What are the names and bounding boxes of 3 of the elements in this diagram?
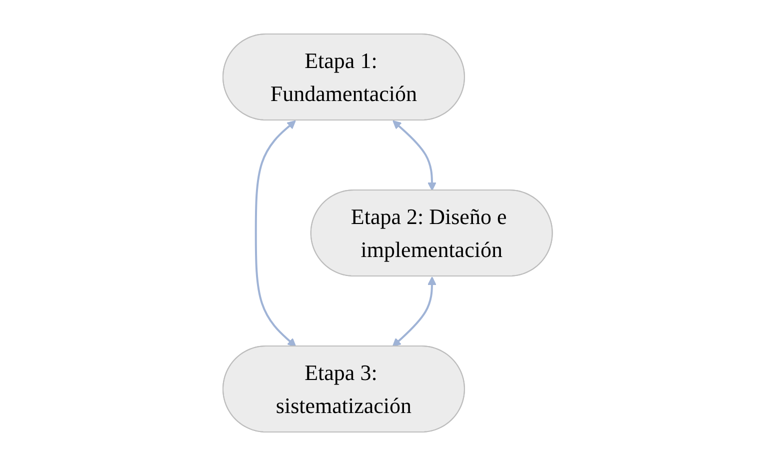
arrow bbox=[254, 120, 296, 347]
arrow bbox=[392, 276, 436, 347]
arrow bbox=[392, 120, 436, 191]
